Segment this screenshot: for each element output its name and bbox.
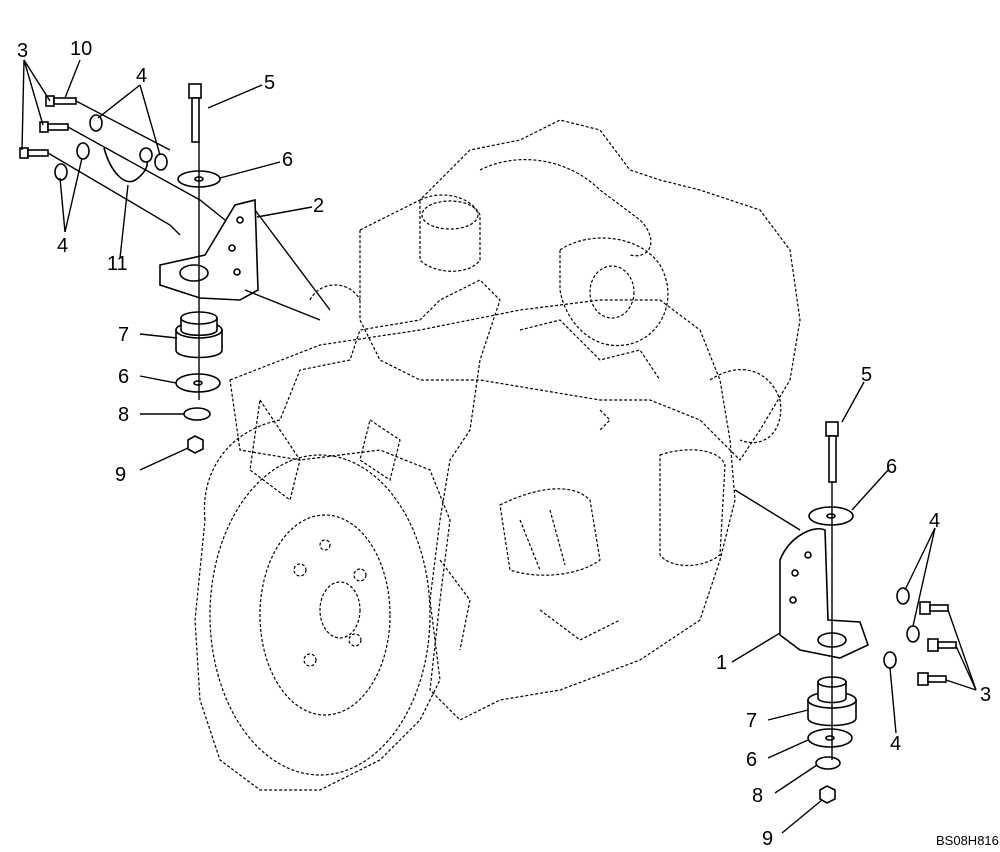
washer-part-4c <box>54 163 68 181</box>
bolt-part-10 <box>45 95 77 107</box>
washer-part-4b <box>76 142 90 160</box>
washer-part-4a <box>89 114 103 132</box>
washer-part-4-right-a <box>896 587 910 605</box>
bolt-part-3-right-c <box>917 672 947 686</box>
label-left-10: 10 <box>70 38 92 60</box>
left-mount-assembly <box>19 83 331 454</box>
label-left-4-bottom: 4 <box>57 235 68 257</box>
bolt-part-3-right-a <box>919 601 949 615</box>
label-left-6-bottom: 6 <box>118 366 129 388</box>
right-mount-assembly <box>734 421 957 804</box>
washer-part-4d <box>154 153 168 171</box>
label-left-2: 2 <box>313 195 324 217</box>
nut-part-9-left <box>187 435 204 454</box>
label-left-3: 3 <box>17 40 28 62</box>
label-right-4-top: 4 <box>929 510 940 532</box>
label-right-3: 3 <box>980 684 991 706</box>
bolt-part-3b <box>19 147 49 159</box>
washer-part-8-left <box>183 407 211 421</box>
bolt-part-5-left <box>188 83 202 143</box>
washer-part-4-right-c <box>883 651 897 669</box>
bolt-part-5-right <box>825 421 839 483</box>
label-left-7: 7 <box>118 324 129 346</box>
label-left-5: 5 <box>264 72 275 94</box>
label-right-7: 7 <box>746 710 757 732</box>
washer-part-8-right <box>815 756 841 770</box>
label-right-5: 5 <box>861 364 872 386</box>
label-left-6-top: 6 <box>282 149 293 171</box>
label-right-6-top: 6 <box>886 456 897 478</box>
label-left-8: 8 <box>118 404 129 426</box>
label-left-9: 9 <box>115 464 126 486</box>
label-left-11: 11 <box>107 253 128 275</box>
part-labels: 3 10 4 5 6 2 4 11 7 6 8 9 5 6 4 1 3 7 4 … <box>17 38 999 850</box>
leader-lines <box>21 59 977 834</box>
bracket-part-2 <box>159 198 259 301</box>
label-right-9: 9 <box>762 828 773 850</box>
label-right-8: 8 <box>752 785 763 807</box>
bolt-part-3-right-b <box>927 638 957 652</box>
nut-part-9-right <box>819 785 836 804</box>
label-right-4-bottom: 4 <box>890 733 901 755</box>
label-right-6-bottom: 6 <box>746 749 757 771</box>
drawing-code: BS08H816 <box>936 833 999 848</box>
label-left-4-top: 4 <box>136 65 147 87</box>
washer-part-4-right-b <box>906 625 920 643</box>
label-right-1: 1 <box>716 652 727 674</box>
bolt-part-3a <box>39 121 69 133</box>
bracket-part-1 <box>779 528 869 659</box>
engine-illustration <box>194 119 801 791</box>
